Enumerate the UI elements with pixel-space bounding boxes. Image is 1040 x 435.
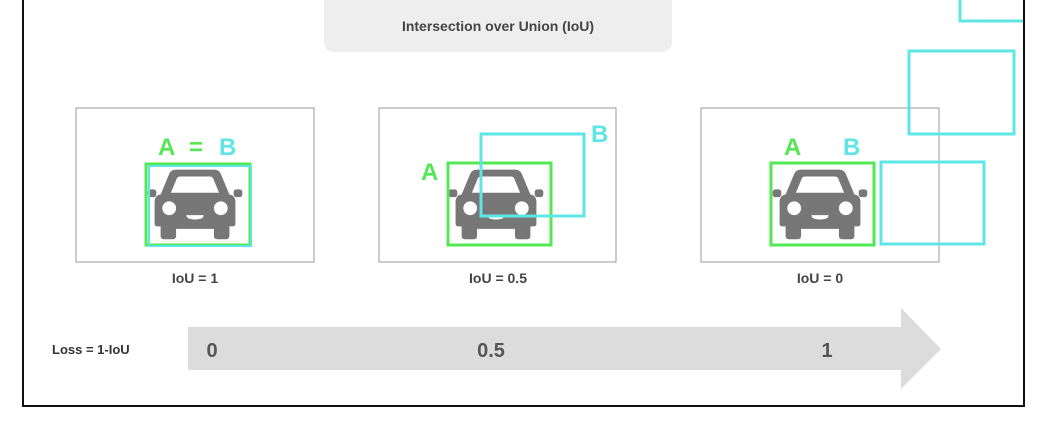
equals-sign: =	[189, 134, 203, 161]
box-b-offscreen	[958, 0, 1023, 23]
loss-scale: Loss = 1-IoU 0 0.5 1	[52, 308, 941, 389]
iou-label: IoU = 0.5	[469, 270, 527, 286]
loss-tick-1: 1	[821, 340, 832, 362]
box-b-label: B	[843, 134, 860, 161]
box-b-far	[907, 49, 1016, 136]
iou-label: IoU = 0	[797, 270, 844, 286]
box-a-label: A	[784, 134, 801, 161]
box-b-label: B	[219, 134, 236, 161]
box-a	[446, 161, 553, 247]
panel-iou-1: A = B IoU = 1	[75, 107, 315, 286]
box-b	[148, 165, 252, 247]
box-a	[769, 161, 876, 247]
box-b	[879, 160, 986, 246]
diagram-title: Intersection over Union (IoU)	[401, 18, 595, 34]
loss-arrow	[188, 308, 941, 389]
iou-diagram: Intersection over Union (IoU) A = B IoU …	[22, 0, 1025, 407]
title-banner: Intersection over Union (IoU)	[324, 0, 672, 52]
box-b	[479, 132, 586, 218]
diagram-canvas: A = B IoU = 1 A B IoU = 0.5 A B IoU = 0	[52, 0, 1023, 389]
loss-tick-0-5: 0.5	[477, 340, 505, 362]
panel-iou-0: A B IoU = 0	[700, 0, 1023, 286]
loss-label: Loss = 1-IoU	[52, 342, 130, 357]
box-a-label: A	[421, 159, 438, 186]
box-a-label: A	[158, 134, 175, 161]
box-b-label: B	[591, 121, 608, 148]
loss-tick-0: 0	[206, 340, 217, 362]
iou-label: IoU = 1	[172, 270, 219, 286]
panel-iou-0-5: A B IoU = 0.5	[378, 107, 617, 286]
